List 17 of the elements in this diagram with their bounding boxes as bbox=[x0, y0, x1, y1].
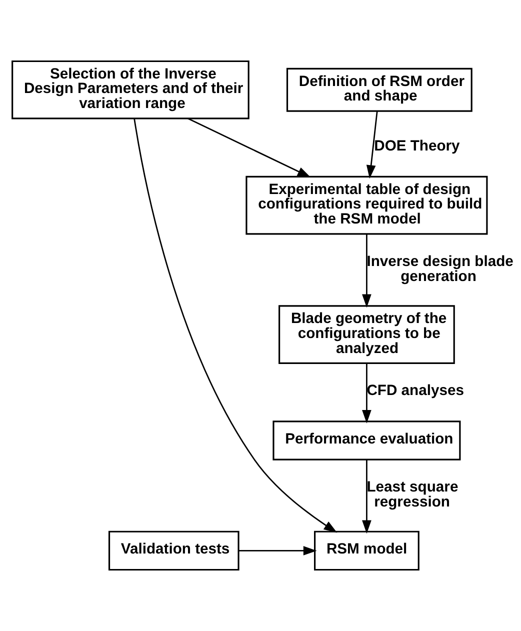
arrow bbox=[362, 460, 372, 534]
node-box: Experimental table of design configurations required to build the RSM model bbox=[246, 176, 488, 235]
node-box: Performance evaluation bbox=[272, 420, 461, 460]
edge-label: Least square regression bbox=[366, 480, 458, 510]
node-box: Selection of the Inverse Design Parameters and of their variation range bbox=[12, 60, 250, 120]
arrow bbox=[362, 363, 372, 424]
arrow bbox=[134, 118, 338, 533]
node-box: Blade geometry of the configurations to be analyzed bbox=[278, 305, 455, 364]
edge-label: Inverse design blade generation bbox=[366, 254, 514, 285]
arrow bbox=[188, 118, 311, 178]
arrow bbox=[238, 546, 317, 556]
node-box: Definition of RSM order and shape bbox=[286, 68, 472, 112]
edge-label: DOE Theory bbox=[374, 138, 460, 154]
node-box: RSM model bbox=[314, 530, 420, 571]
arrow bbox=[362, 234, 372, 308]
node-box: Validation tests bbox=[108, 530, 240, 571]
arrow bbox=[366, 111, 378, 179]
